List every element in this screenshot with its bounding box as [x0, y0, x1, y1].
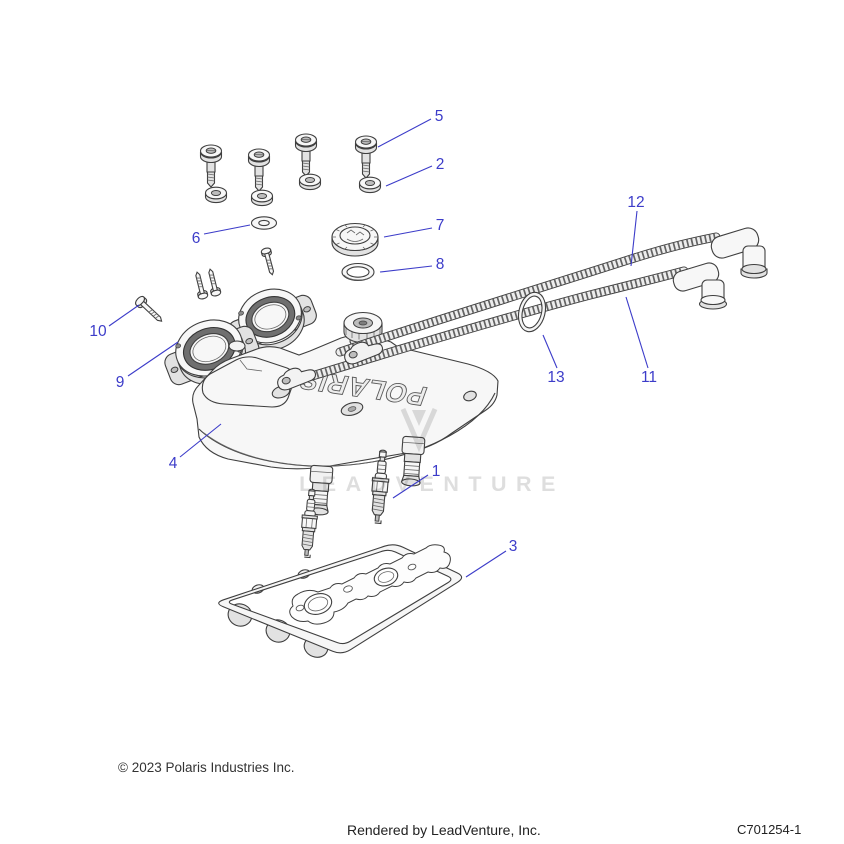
spark-plug-boot-upper	[710, 227, 768, 279]
callout-7-oil-cap[interactable]: 7	[436, 217, 445, 234]
callout-leader-2	[385, 165, 433, 187]
valve-cover-gasket	[218, 544, 463, 658]
callout-1-spark-plug[interactable]: 1	[432, 463, 441, 480]
leadventure-logo-watermark	[400, 408, 438, 453]
seal-washer-2	[250, 189, 274, 207]
seal-washer-1	[204, 186, 228, 204]
callout-8-o-ring[interactable]: 8	[436, 256, 445, 273]
flange-screw-1	[260, 246, 278, 277]
drawing-number: C701254-1	[737, 822, 802, 837]
seal-washer-3	[298, 173, 322, 191]
spark-plug-boot-lower	[672, 262, 728, 310]
callout-6-flat-washer[interactable]: 6	[192, 230, 201, 247]
mount-screw	[133, 294, 166, 326]
shoulder-bolt-2	[247, 148, 271, 192]
flange-screw-2	[191, 270, 209, 301]
o-ring	[341, 262, 375, 282]
callout-leader-9	[127, 341, 179, 377]
callout-12-wire-upper[interactable]: 12	[627, 194, 644, 211]
shoulder-bolt-3	[294, 133, 318, 177]
shoulder-bolt-4	[354, 135, 378, 179]
callout-9-intake-flange[interactable]: 9	[116, 374, 125, 391]
wire-clip-ring	[517, 291, 547, 333]
callout-leader-6	[203, 224, 251, 235]
copyright-text: © 2023 Polaris Industries Inc.	[118, 760, 295, 775]
callouts: 1 2 3 4 5 6 7 8 9 10 11 12 13	[89, 108, 657, 578]
callout-10-mount-screw[interactable]: 10	[89, 323, 107, 340]
callout-3-gasket[interactable]: 3	[509, 538, 518, 555]
cover-top-tab	[228, 340, 246, 352]
callout-leader-13	[542, 334, 558, 369]
shoulder-bolt-group	[199, 133, 378, 192]
callout-leader-7	[383, 227, 433, 238]
cable-clamp-2	[277, 367, 317, 391]
callout-2-seal-washer[interactable]: 2	[436, 156, 445, 173]
shoulder-bolt-1	[199, 144, 223, 188]
cap-arrow-marks	[346, 229, 365, 242]
cable-clamp-1	[344, 341, 384, 365]
callout-leader-10	[108, 304, 140, 327]
callout-leader-4	[179, 423, 222, 458]
rendered-by-text: Rendered by LeadVenture, Inc.	[347, 822, 541, 838]
callout-4-valve-cover[interactable]: 4	[169, 455, 178, 472]
callout-5-shoulder-bolt[interactable]: 5	[435, 108, 444, 125]
spark-plug-wire-upper	[335, 232, 721, 357]
oil-fill-cap	[331, 222, 379, 257]
callout-leader-1	[392, 474, 429, 499]
callout-leader-11	[625, 296, 649, 369]
callout-leader-3	[465, 550, 507, 578]
callout-leader-12	[630, 210, 638, 267]
callout-leader-5	[377, 118, 432, 148]
seal-washer-4	[358, 176, 382, 194]
flange-screw-3	[204, 267, 222, 298]
callout-11-wire-lower[interactable]: 11	[641, 369, 657, 386]
seal-washer-group	[204, 173, 382, 207]
callout-leader-8	[379, 265, 433, 273]
callout-13-clip-ring[interactable]: 13	[547, 369, 564, 386]
flat-washer	[250, 216, 278, 230]
